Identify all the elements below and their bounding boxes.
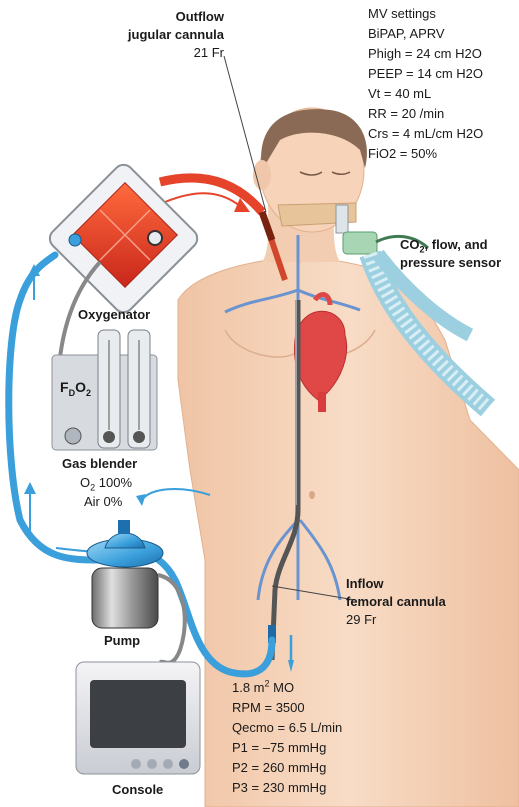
fdo2-label: FDO2 xyxy=(60,379,91,398)
heart xyxy=(294,292,347,412)
mv-line: BiPAP, APRV xyxy=(368,26,445,41)
mv-settings: MV settings BiPAP, APRV Phigh = 24 cm H2… xyxy=(368,4,483,164)
inflow-size: 29 Fr xyxy=(346,612,377,627)
jugular-cannula xyxy=(158,55,288,281)
oxygenator-device xyxy=(48,163,199,314)
mv-line: RR = 20 /min xyxy=(368,106,445,121)
ecmo-settings: 1.8 m2 MO RPM = 3500 Qecmo = 6.5 L/min P… xyxy=(232,678,342,798)
mv-line: MV settings xyxy=(368,6,436,21)
femoral-cannula xyxy=(268,300,356,672)
blender-air: Air 0% xyxy=(84,494,123,509)
ventilator-circuit xyxy=(335,204,496,417)
outflow-size: 21 Fr xyxy=(193,45,224,60)
gas-blender-device xyxy=(51,329,158,451)
co2-flow-pressure-sensor xyxy=(342,231,378,255)
mv-line: Vt = 40 mL xyxy=(368,86,432,101)
ecmo-line: P2 = 260 mmHg xyxy=(232,760,327,775)
pump-label: Pump xyxy=(104,633,141,648)
ecmo-line: P3 = 230 mmHg xyxy=(232,780,327,795)
oxygenator-label: Oxygenator xyxy=(78,307,151,322)
mv-line: FiO2 = 50% xyxy=(368,146,438,161)
ecmo-line: Qecmo = 6.5 L/min xyxy=(232,720,343,735)
blender-o2: O2 100% xyxy=(80,475,133,493)
blue-tubing xyxy=(5,251,276,678)
inflow-title: Inflow femoral cannula xyxy=(346,576,446,609)
pump-device xyxy=(86,520,187,665)
ecmo-mo: 1.8 m2 MO xyxy=(232,678,295,695)
mv-line: Phigh = 24 cm H2O xyxy=(368,46,482,61)
mv-line: Crs = 4 mL/cm H2O xyxy=(368,126,484,141)
sensor-label: CO2, flow, and pressure sensor xyxy=(400,237,502,270)
gas-blender-label: Gas blender xyxy=(62,456,138,471)
patient-head xyxy=(253,107,367,233)
console-label: Console xyxy=(112,782,164,797)
ecmo-line: RPM = 3500 xyxy=(232,700,305,715)
patient-body xyxy=(177,200,519,807)
console-device xyxy=(75,661,201,775)
outflow-title: Outflow jugular cannula xyxy=(127,9,224,42)
mv-line: PEEP = 14 cm H2O xyxy=(368,66,484,81)
ecmo-line: P1 = –75 mmHg xyxy=(232,740,327,755)
